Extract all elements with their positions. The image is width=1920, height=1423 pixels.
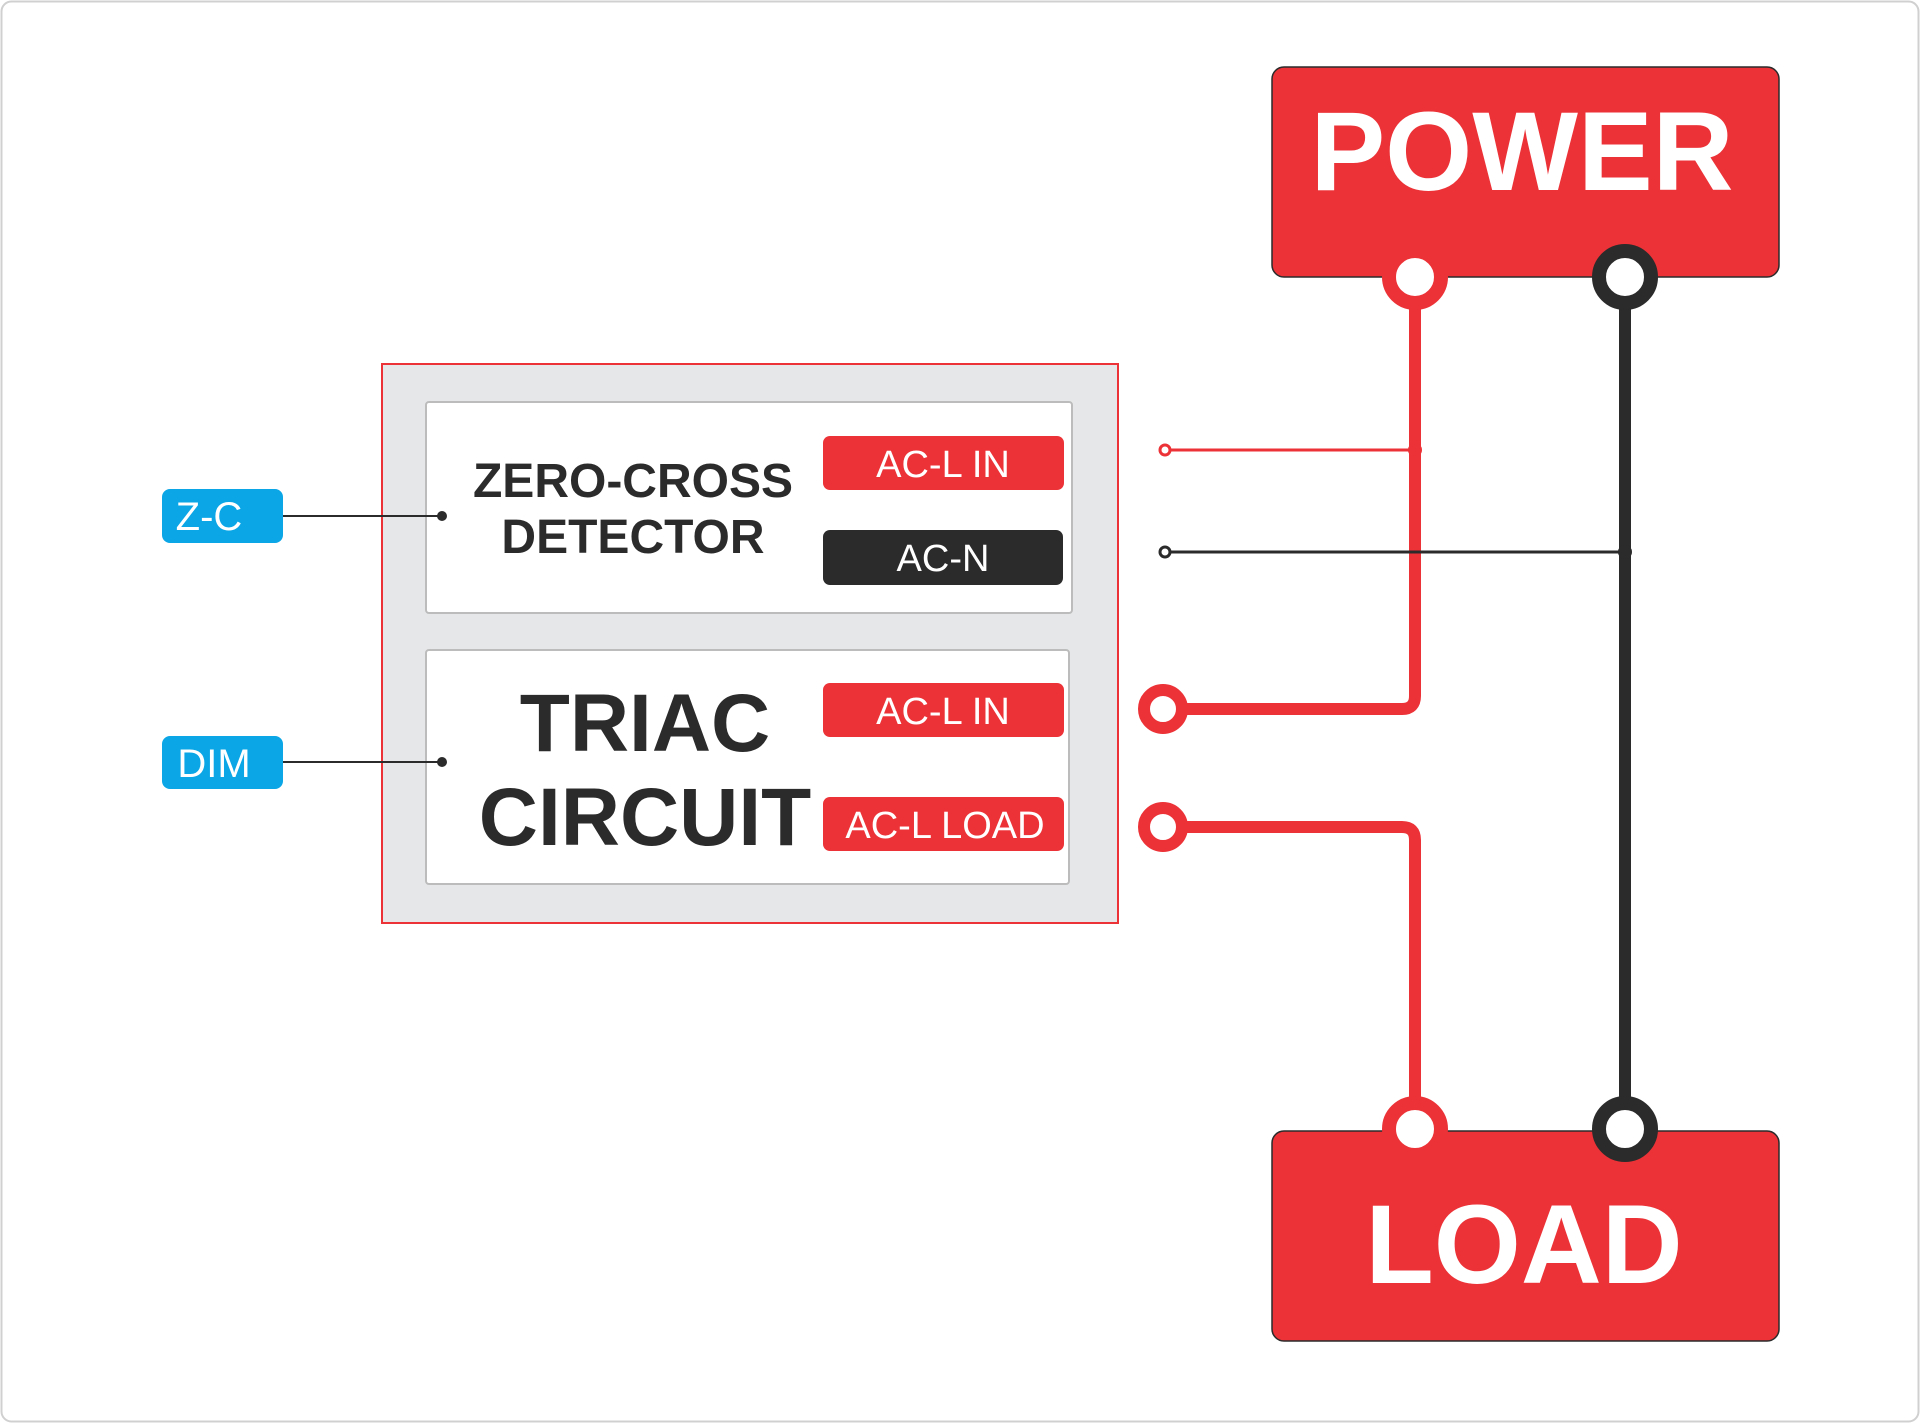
power-block: POWER: [1271, 66, 1780, 310]
load-block: LOAD: [1271, 1096, 1780, 1342]
zero-cross-acn-pin: AC-N: [823, 530, 1063, 585]
triac-acl-load-pin: AC-L LOAD: [823, 797, 1064, 851]
zero-cross-acl-in-label: AC-L IN: [876, 444, 1010, 486]
load-neutral-terminal: [1592, 1096, 1658, 1162]
live-wire-power-to-triac: [1157, 270, 1421, 715]
zero-cross-title-line2: DETECTOR: [501, 511, 764, 564]
triac-acl-load-label: AC-L LOAD: [845, 805, 1044, 847]
triac-acl-in-pin: AC-L IN: [823, 683, 1064, 737]
zc-signal: Z-C: [162, 489, 447, 543]
load-live-terminal: [1382, 1096, 1448, 1162]
triac-acl-in-label: AC-L IN: [876, 691, 1010, 733]
triac-circuit-panel: TRIAC CIRCUIT AC-L IN AC-L LOAD: [425, 649, 1070, 885]
triac-acl-in-terminal: [1138, 684, 1188, 734]
triac-title-line1: TRIAC: [520, 678, 771, 769]
triac-title-line2: CIRCUIT: [479, 772, 812, 863]
power-label: POWER: [1310, 89, 1733, 214]
zc-signal-label: Z-C: [176, 495, 243, 539]
live-wire-triac-to-load: [1157, 821, 1421, 1134]
dim-signal: DIM: [162, 736, 447, 789]
zero-cross-acl-in-pin: AC-L IN: [823, 436, 1064, 490]
wiring: [1157, 270, 1632, 1134]
dim-signal-label: DIM: [177, 742, 250, 786]
power-live-terminal: [1382, 244, 1448, 310]
zero-cross-acn-label: AC-N: [897, 538, 990, 580]
zero-cross-detector-panel: ZERO-CROSS DETECTOR AC-L IN AC-N: [425, 401, 1073, 614]
triac-acl-load-terminal: [1138, 802, 1188, 852]
load-label: LOAD: [1365, 1182, 1682, 1307]
power-neutral-terminal: [1592, 244, 1658, 310]
zero-cross-title-line1: ZERO-CROSS: [473, 455, 793, 508]
